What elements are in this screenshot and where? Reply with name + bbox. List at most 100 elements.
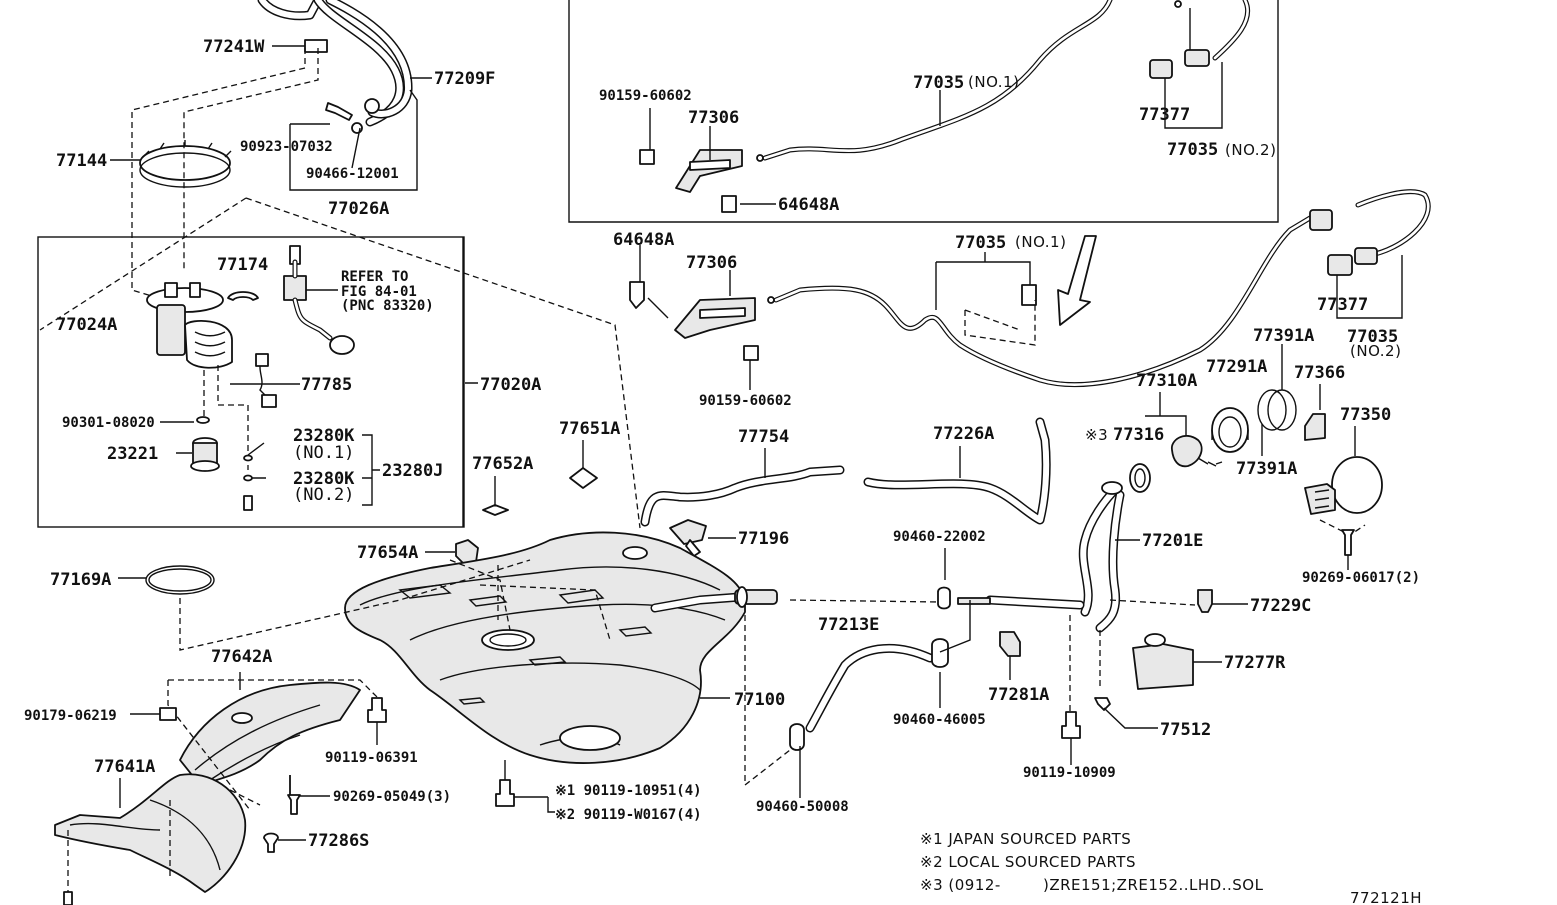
sender-gauge-83320 [283,245,355,355]
clip-77229C [1197,589,1213,613]
label-77391A-bottom: 77391A [1236,459,1297,479]
label-77026A: 77026A [328,199,389,219]
fuel-tube-77754 [640,465,845,527]
label-inset-no1: (NO.1) [968,73,1019,91]
note-japan-sourced: ※1 JAPAN SOURCED PARTS [920,830,1131,848]
label-90466-12001: 90466-12001 [306,166,399,182]
clip-90179-06219 [159,707,177,721]
filter-23221 [190,437,220,472]
bolt-bottom [63,891,73,905]
label-inset-no2: (NO.2) [1225,141,1276,159]
inset-cable-77035-no1 [756,0,1113,162]
label-mark3: ※3 [1085,426,1108,444]
label-77226A: 77226A [933,424,994,444]
nut-77512 [1094,697,1111,711]
bracket-77281A [999,631,1021,657]
label-77391A-top: 77391A [1253,326,1314,346]
label-90923-07032: 90923-07032 [240,139,333,155]
label-77201E: 77201E [1142,531,1203,551]
clamp-77241W [304,39,328,53]
fuel-lid-opener-inset-frame [568,0,1279,223]
label-90119-W0167: ※2 90119-W0167(4) [555,807,702,823]
label-90119-06391: 90119-06391 [325,750,418,766]
label-no2-23280K: (NO.2) [293,485,354,505]
label-77366: 77366 [1294,363,1345,383]
label-77209F: 77209F [434,69,495,89]
breather-77277R [1132,643,1194,690]
label-90460-50008: 90460-50008 [756,799,849,815]
note-local-sourced: ※2 LOCAL SOURCED PARTS [920,853,1136,871]
label-77306: 77306 [686,253,737,273]
label-77350: 77350 [1340,405,1391,425]
label-90119-10951: ※1 90119-10951(4) [555,783,702,799]
label-77144: 77144 [56,151,107,171]
clip-64648A [629,281,645,309]
label-77020A: 77020A [480,375,541,395]
label-23280K-no2: 23280K [293,469,355,489]
clamp-77196 [669,519,707,557]
label-inset-77035-no2: 77035 [1167,140,1218,160]
bolt-90119-10909 [1061,711,1081,739]
fuel-lid-77350 [1331,456,1383,514]
label-inset-77377: 77377 [1139,105,1190,125]
label-refer-line3: (PNC 83320) [341,298,434,314]
bracket-clip [1021,284,1037,306]
label-77035-no1: 77035 [955,233,1006,253]
clip-90466-12001 [351,122,363,134]
filler-cap-77310A [1171,435,1203,468]
label-64648A: 64648A [613,230,674,250]
label-no1-77035: (NO.1) [1015,233,1066,251]
label-77196: 77196 [738,529,789,549]
label-77652A: 77652A [472,454,533,474]
regulator-23280J [243,495,253,511]
label-23280J: 23280J [382,461,443,481]
cable-77035-no1 [767,215,1313,388]
gasket-77169A [145,565,215,595]
label-77654A: 77654A [357,543,418,563]
hinge-77366 [1304,413,1326,441]
label-no2-77035: (NO.2) [1350,342,1401,360]
bolt-90119-06391 [367,697,387,723]
inset-clip-64648A [721,195,737,213]
label-inset-90159-60602: 90159-60602 [599,88,692,104]
protector-77642A [179,681,361,786]
label-no1-23280K: (NO.1) [293,443,354,463]
bolt-90119-10951 [495,779,515,807]
inset-cable-77035-no2 [1149,0,1251,79]
inset-bolt-90159-60602 [639,149,655,165]
label-inset-77306: 77306 [688,108,739,128]
fuel-door-housing [1304,483,1336,515]
label-inset-77035-no1: 77035 [913,73,964,93]
label-77213E: 77213E [818,615,879,635]
label-77277R: 77277R [1224,653,1286,673]
bolt-90923-07032 [325,102,353,121]
ring-77291A [1211,407,1249,453]
label-77642A: 77642A [211,647,272,667]
fuel-tank-77100 [344,531,746,764]
label-refer-line2: FIG 84-01 [341,284,417,300]
label-refer-line1: REFER TO [341,269,408,285]
gasket-77316 [1129,463,1151,493]
tank-outlet-hose [650,586,778,613]
screw-90269-05049 [287,775,301,815]
bolt-90159-60602 [743,345,759,361]
label-90460-46005: 90460-46005 [893,712,986,728]
fuel-pump-assembly-frame [37,236,465,528]
view-arrow [1057,235,1097,326]
clip-77174 [227,291,259,301]
lever-77306 [674,297,756,339]
label-inset-64648A: 64648A [778,195,839,215]
clamp-90460-50008 [789,723,805,751]
label-77651A: 77651A [559,419,620,439]
cable-77035-no2 [1309,189,1431,276]
retainer-ring-77144 [139,140,232,188]
label-77291A: 77291A [1206,357,1267,377]
label-77229C: 77229C [1250,596,1311,616]
label-77377: 77377 [1317,295,1368,315]
label-90269-06017: 90269-06017(2) [1302,570,1420,586]
note-applicability: ※3 (0912- )ZRE151;ZRE152..LHD..SOL [920,876,1264,894]
label-77281A: 77281A [988,685,1049,705]
filler-pipe-77201E [1078,481,1125,633]
clamp-90460-46005 [931,638,949,668]
clamp-90460-22002 [937,586,951,610]
